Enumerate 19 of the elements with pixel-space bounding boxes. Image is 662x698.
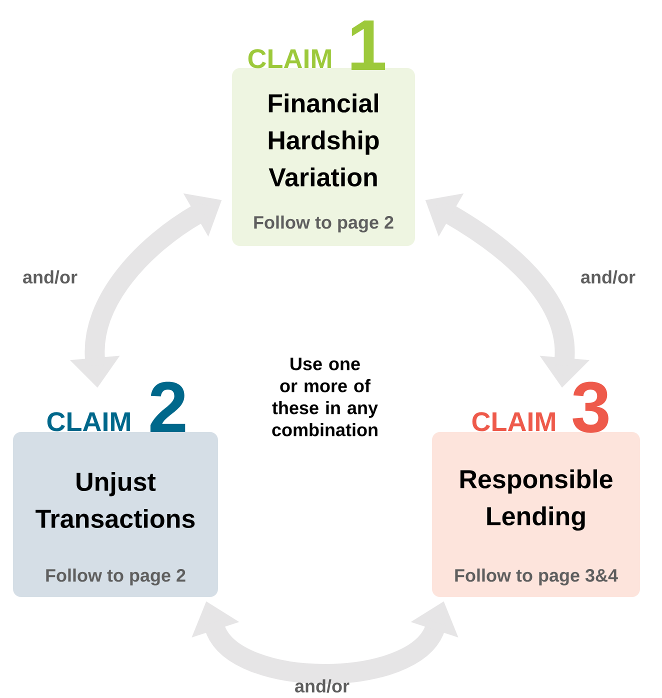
claim-label: CLAIM — [47, 412, 130, 432]
edge-label: and/or — [295, 679, 350, 693]
claim-number: 3 — [572, 382, 608, 433]
edge-label: and/or — [23, 270, 78, 284]
page-reference: Follow to page 2 — [46, 568, 186, 586]
claim-number: 1 — [352, 20, 386, 70]
claim-label: CLAIM — [472, 412, 555, 432]
box-title: Financial Hardship Variation — [268, 93, 379, 187]
page-reference: Follow to page 3&4 — [455, 568, 618, 586]
center-note: Use one or more of these in any combination — [272, 358, 378, 436]
box-title: Responsible Lending — [460, 469, 612, 531]
claim-box — [13, 382, 218, 597]
claim-label: CLAIM — [248, 49, 331, 68]
box-title: Unjust Transactions — [36, 472, 195, 528]
claim-number: 2 — [150, 382, 186, 432]
claim-box — [432, 382, 640, 597]
edge-label: and/or — [581, 270, 636, 284]
page-reference: Follow to page 2 — [254, 216, 394, 232]
claim-box — [232, 20, 415, 246]
